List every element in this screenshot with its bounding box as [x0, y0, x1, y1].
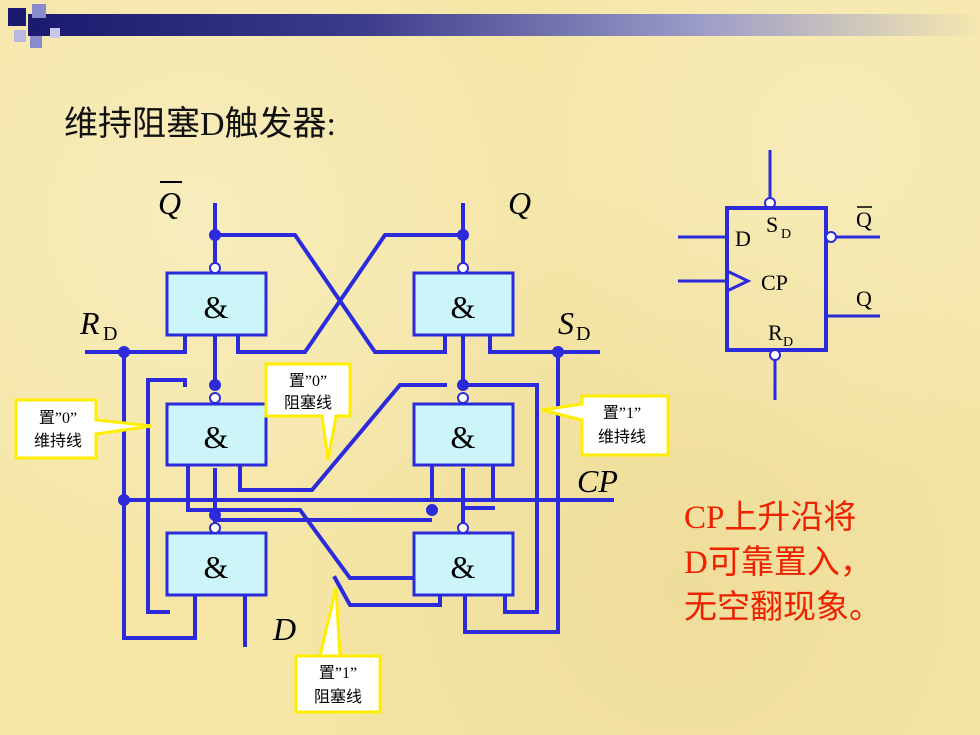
callout-block0: 置”0” 阻塞线: [264, 362, 352, 461]
callout-hold1: 置”1” 维持线: [541, 394, 670, 457]
corner-square: [14, 30, 26, 42]
symbol-q: Q: [856, 286, 872, 311]
symbol-d: D: [735, 226, 751, 251]
q-label: Q: [508, 185, 531, 221]
flip-flop-symbol: D S D CP R D Q Q: [678, 150, 880, 400]
corner-square: [32, 4, 46, 18]
gate-label: &: [451, 419, 476, 455]
gate-label: &: [204, 549, 229, 585]
note-line: CP上升沿将: [684, 500, 857, 536]
note-line: 无空翻现象。: [684, 590, 882, 626]
corner-square: [30, 36, 42, 48]
symbol-sd: S: [766, 212, 778, 237]
gate-label: &: [204, 419, 229, 455]
sd-label: S: [558, 305, 574, 341]
corner-square: [50, 28, 60, 38]
symbol-qbar: Q: [856, 207, 872, 232]
symbol-rd-sub: D: [783, 335, 793, 350]
corner-square: [8, 8, 26, 26]
cp-label: CP: [577, 463, 618, 499]
gate-label: &: [451, 289, 476, 325]
callout-line: 置”1”: [603, 405, 641, 422]
gate-label: &: [204, 289, 229, 325]
gate-labels: & & & & & &: [204, 289, 476, 585]
callout-line: 维持线: [598, 428, 646, 446]
callout-line: 阻塞线: [284, 394, 332, 412]
note-line: D可靠置入，: [684, 545, 873, 581]
symbol-sd-sub: D: [781, 227, 791, 242]
callout-line: 置”0”: [289, 373, 327, 390]
callout-line: 维持线: [34, 432, 82, 450]
gate-label: &: [451, 549, 476, 585]
callout-line: 置”0”: [39, 410, 77, 427]
rd-label: R: [79, 305, 100, 341]
callout-line: 阻塞线: [314, 688, 362, 706]
callout-hold0: 置”0” 维持线: [14, 398, 153, 460]
symbol-cp: CP: [761, 270, 788, 295]
sd-subscript: D: [576, 323, 590, 345]
signal-labels: Q Q R D S D CP D: [79, 181, 618, 647]
callout-block1: 置”1” 阻塞线: [294, 587, 382, 714]
rd-subscript: D: [103, 323, 117, 345]
note-text: CP上升沿将 D可靠置入， 无空翻现象。: [684, 496, 882, 631]
page-title: 维持阻塞D触发器:: [64, 106, 336, 143]
q-bar-label: Q: [158, 185, 181, 221]
symbol-rd: R: [768, 320, 783, 345]
inverter-bubbles: [209, 262, 469, 534]
title-bar-gradient: [28, 14, 980, 36]
nand-gates: [165, 271, 515, 597]
callout-line: 置”1”: [319, 665, 357, 682]
junction-dots: [118, 229, 564, 521]
d-label: D: [272, 611, 296, 647]
